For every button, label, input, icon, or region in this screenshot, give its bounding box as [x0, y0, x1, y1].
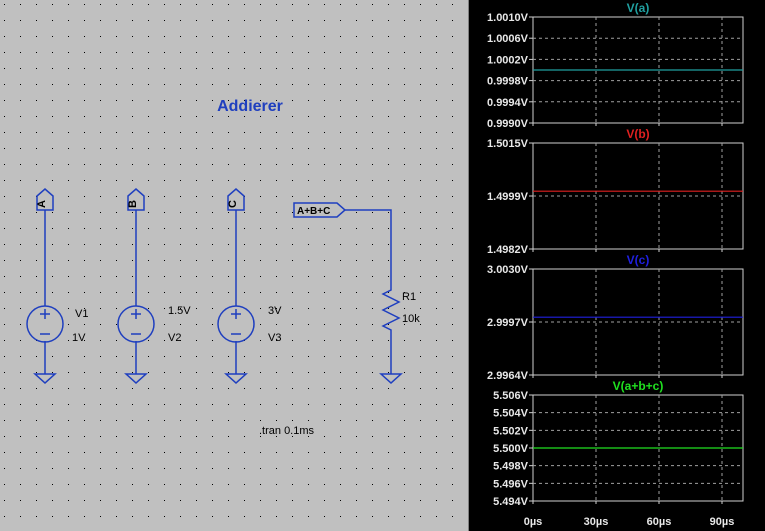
net-label-b: B [127, 200, 139, 208]
net-flag-b[interactable] [127, 188, 145, 211]
net-flag-a[interactable] [36, 188, 54, 211]
ground-symbol-v3 [224, 373, 248, 385]
ground-symbol-v2 [124, 373, 148, 385]
pane-y-tick-label: 1.0010V [487, 12, 529, 24]
pane-y-tick-label: 5.496V [493, 478, 529, 490]
resistor-r1[interactable] [293, 202, 403, 385]
x-tick-label: 30µs [584, 516, 609, 528]
pane-y-tick-label: 5.502V [493, 425, 529, 437]
pane-y-tick-label: 2.9964V [487, 370, 529, 382]
net-flag-c[interactable] [227, 188, 245, 211]
source-v3-name: V3 [268, 332, 281, 344]
source-v2-value: 1.5V [168, 305, 191, 317]
pane-title[interactable]: V(a) [627, 1, 650, 15]
pane-y-tick-label: 3.0030V [487, 264, 529, 276]
voltage-source-v3[interactable] [217, 188, 255, 385]
pane-title[interactable]: V(a+b+c) [613, 379, 664, 393]
net-label-c: C [227, 200, 239, 208]
pane-y-tick-label: 0.9990V [487, 118, 529, 130]
resistor-r1-symbol[interactable] [381, 285, 401, 335]
pane-y-tick-label: 1.0006V [487, 33, 529, 45]
pane-y-tick-label: 5.494V [493, 496, 529, 508]
voltage-source-v2[interactable] [117, 188, 155, 385]
voltage-source-v1[interactable] [26, 188, 64, 385]
pane-y-tick-label: 1.4999V [487, 191, 529, 203]
pane-y-tick-label: 0.9998V [487, 76, 529, 88]
panel-divider [468, 0, 469, 531]
pane-y-tick-label: 5.506V [493, 390, 529, 402]
schematic-editor[interactable]: Addierer A V1 1V B 1.5V V2 C 3V V3 [0, 0, 469, 531]
x-tick-label: 60µs [647, 516, 672, 528]
x-tick-label: 90µs [710, 516, 735, 528]
source-v1-name: V1 [75, 308, 88, 320]
pane-y-tick-label: 5.504V [493, 408, 529, 420]
pane-y-tick-label: 1.0002V [487, 54, 529, 66]
net-label-a: A [36, 200, 48, 208]
pane-y-tick-label: 5.498V [493, 461, 529, 473]
schematic-grid [0, 0, 469, 531]
ground-symbol-v1 [33, 373, 57, 385]
waveform-viewer[interactable]: V(a) 1.0010V 1.0006V 1.0002V 0.9998V 0.9994V 0… [469, 0, 765, 531]
resistor-r1-value: 10k [402, 313, 420, 325]
schematic-title[interactable]: Addierer [217, 98, 283, 115]
resistor-r1-name: R1 [402, 291, 416, 303]
pane-y-tick-label: 2.9997V [487, 317, 529, 329]
pane-title[interactable]: V(c) [627, 253, 650, 267]
net-label-sum: A+B+C [297, 206, 330, 217]
pane-y-tick-label: 1.4982V [487, 244, 529, 256]
spice-directive[interactable]: .tran 0.1ms [259, 425, 315, 437]
source-v1-value: 1V [72, 332, 86, 344]
source-v3-value: 3V [268, 305, 282, 317]
ground-symbol-r1 [379, 373, 403, 385]
pane-title[interactable]: V(b) [626, 127, 649, 141]
pane-y-tick-label: 5.500V [493, 443, 529, 455]
net-flag-sum[interactable] [293, 202, 347, 218]
x-tick-label: 0µs [524, 516, 543, 528]
pane-y-tick-label: 0.9994V [487, 97, 529, 109]
pane-y-tick-label: 1.5015V [487, 138, 529, 150]
source-v2-name: V2 [168, 332, 181, 344]
waveform-background [469, 0, 765, 531]
